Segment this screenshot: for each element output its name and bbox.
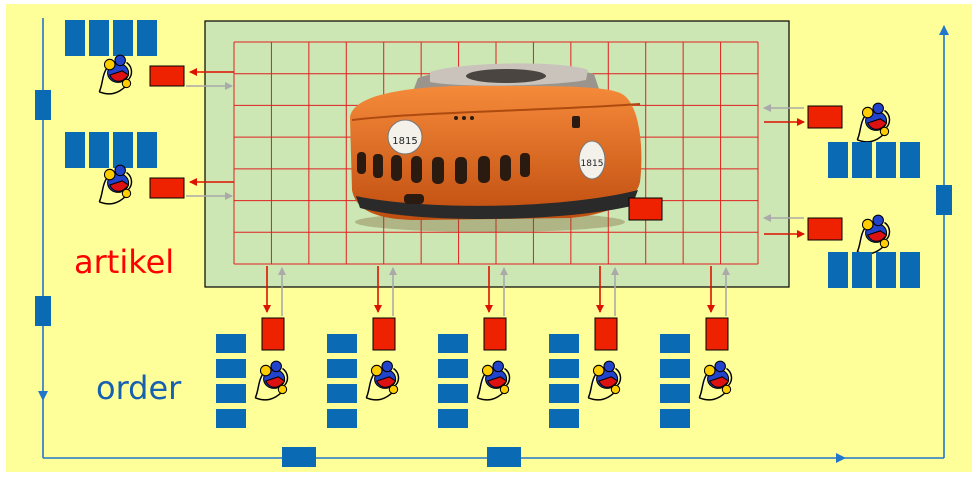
order-station bbox=[438, 266, 511, 428]
bottom-stations bbox=[216, 266, 733, 428]
moving-shelf bbox=[628, 197, 663, 221]
artikel-label: artikel bbox=[74, 243, 175, 281]
order-tote bbox=[216, 334, 246, 353]
order-tote bbox=[216, 359, 246, 378]
robot-badge: 1815 1815 bbox=[387, 119, 606, 180]
order-tote bbox=[438, 359, 468, 378]
order-tote bbox=[327, 384, 357, 403]
order-station bbox=[216, 266, 289, 428]
order-tote bbox=[216, 384, 246, 403]
order-tote bbox=[327, 409, 357, 428]
order-tote bbox=[327, 334, 357, 353]
order-tote bbox=[438, 334, 468, 353]
order-tote bbox=[660, 409, 690, 428]
order-station bbox=[660, 266, 733, 428]
pick-station bbox=[261, 317, 285, 351]
pick-station bbox=[149, 177, 185, 199]
robot-badge-number: 1815 bbox=[392, 136, 417, 147]
order-tote bbox=[549, 359, 579, 378]
order-tote bbox=[660, 384, 690, 403]
order-station bbox=[549, 266, 622, 428]
order-tote bbox=[438, 409, 468, 428]
order-tote bbox=[438, 384, 468, 403]
pick-station bbox=[807, 105, 843, 129]
order-label: order bbox=[96, 369, 182, 407]
station-right-2 bbox=[763, 214, 920, 288]
pick-station bbox=[483, 317, 507, 351]
order-tote bbox=[660, 334, 690, 353]
robot-badge-number-side: 1815 bbox=[581, 159, 604, 169]
conveyor-loop bbox=[38, 18, 949, 463]
kiva-robot: 1815 1815 bbox=[350, 63, 642, 232]
order-tote bbox=[549, 409, 579, 428]
order-tote bbox=[549, 384, 579, 403]
order-tote bbox=[216, 409, 246, 428]
pick-station bbox=[807, 217, 843, 241]
pick-station bbox=[149, 65, 185, 87]
pick-station bbox=[594, 317, 618, 351]
order-tote bbox=[660, 359, 690, 378]
order-station bbox=[327, 266, 400, 428]
station-right-1 bbox=[763, 102, 920, 178]
conveyor-totes bbox=[35, 90, 952, 467]
order-tote bbox=[549, 334, 579, 353]
pick-station bbox=[372, 317, 396, 351]
station-left-1 bbox=[65, 20, 234, 95]
pick-station bbox=[705, 317, 729, 351]
station-left-2 bbox=[65, 132, 234, 205]
robot-vents bbox=[357, 152, 530, 204]
order-tote bbox=[327, 359, 357, 378]
